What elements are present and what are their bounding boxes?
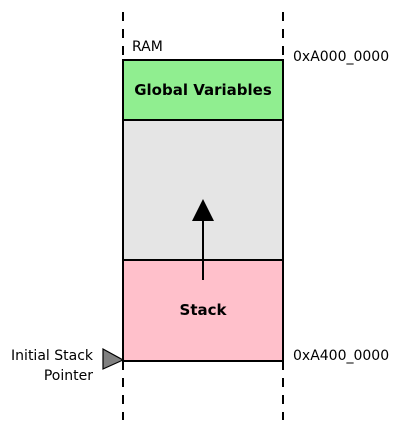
initial-stack-pointer-label-line1: Initial Stack [11, 348, 94, 364]
global-variables-region [122, 59, 284, 121]
start-address-label: 0xA000_0000 [293, 49, 389, 65]
stack-growth-arrow-head [192, 199, 214, 221]
stack-label: Stack [180, 301, 228, 319]
initial-stack-pointer-marker [102, 347, 125, 370]
initial-stack-pointer-label-line2: Pointer [44, 368, 93, 384]
end-address-label: 0xA400_0000 [293, 348, 389, 364]
global-variables-label: Global Variables [134, 81, 272, 99]
ram-title: RAM [132, 39, 163, 55]
